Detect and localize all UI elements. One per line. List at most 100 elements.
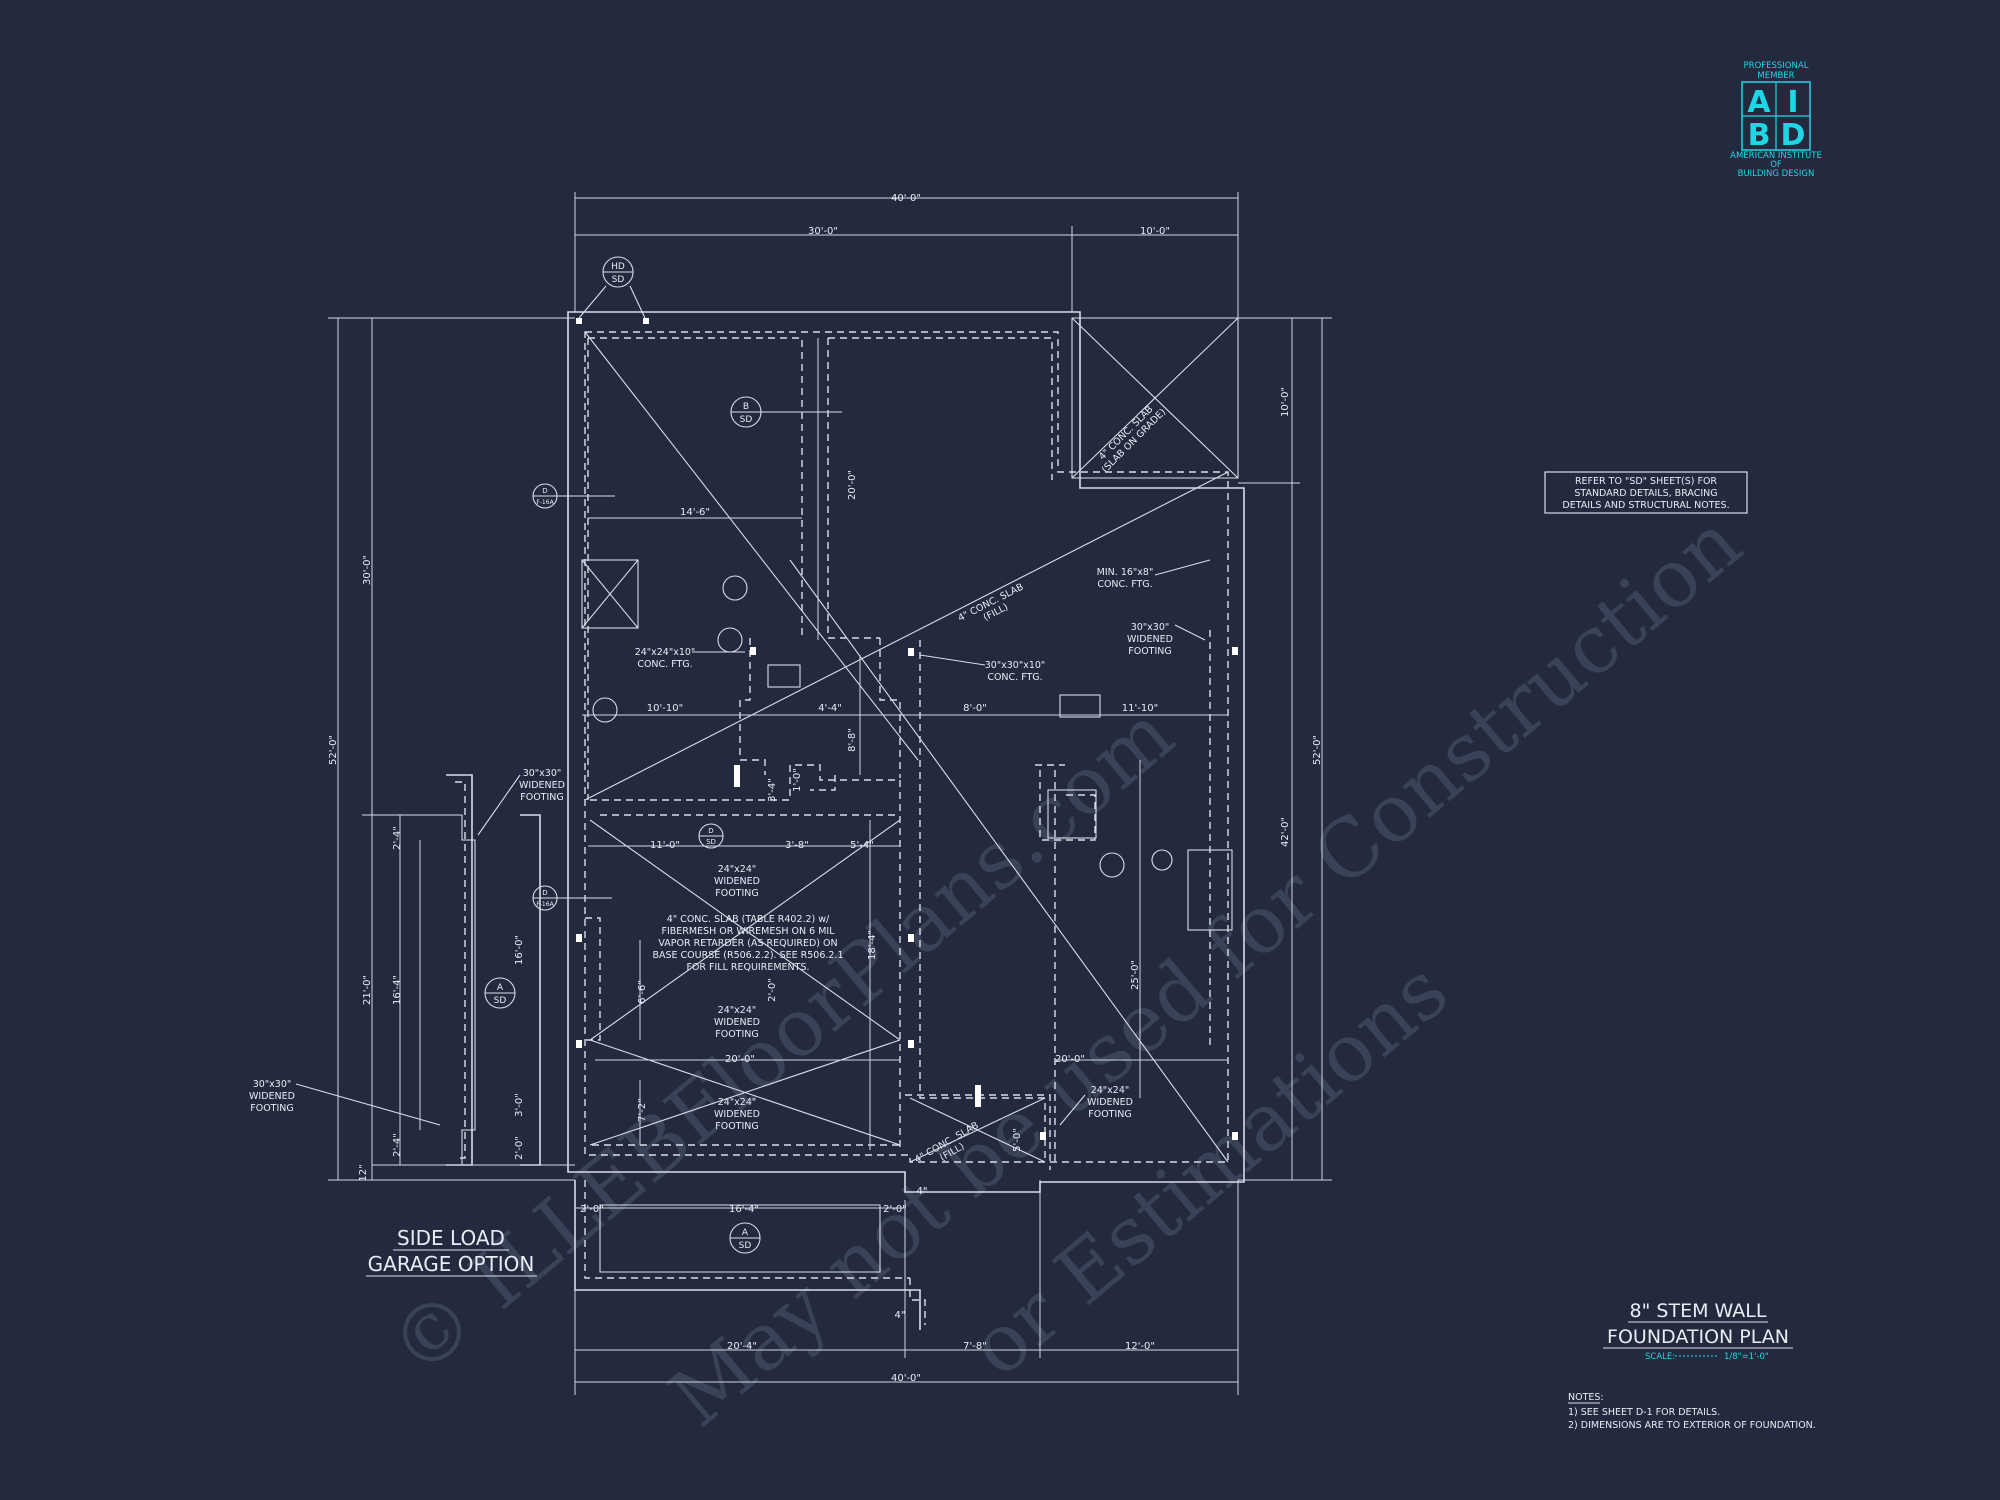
bottom-garage-outline <box>574 1180 926 1330</box>
svg-text:FOOTING: FOOTING <box>520 792 564 803</box>
side-load-garage-outline <box>362 774 575 1166</box>
note-widened-24-a: 24"x24" WIDENED FOOTING <box>714 864 760 899</box>
dim-5-4: 5'-4" <box>850 840 874 851</box>
note-widened-24-d: 24"x24" WIDENED FOOTING <box>1059 1085 1133 1126</box>
callout-a2-top: A <box>742 1228 749 1238</box>
dim-10-10: 10'-10" <box>647 703 683 714</box>
callout-d1-top: D <box>542 487 547 495</box>
left-dimensions: 30'-0" 52'-0" 21'-0" <box>328 317 575 1181</box>
dim-2-0-b: 2'-0" <box>514 1136 525 1160</box>
dim-top-right: 10'-0" <box>1140 226 1170 237</box>
logo-bottom-text-1: AMERICAN INSTITUTE <box>1730 151 1822 161</box>
dim-right-upper: 10'-0" <box>1280 387 1291 417</box>
svg-text:24"x24"x10": 24"x24"x10" <box>635 647 696 658</box>
pier-pads <box>581 559 1233 931</box>
callout-hd-sd: HD SD <box>578 256 646 319</box>
dim-8-8: 8'-8" <box>847 728 858 752</box>
dim-right-lower: 42'-0" <box>1280 817 1291 847</box>
dim-left-lower: 21'-0" <box>362 975 373 1005</box>
dim-4-in-b: 4" <box>895 1310 906 1321</box>
logo-letter-b: B <box>1748 118 1771 153</box>
title-line-2: FOUNDATION PLAN <box>1607 1326 1789 1348</box>
dim-3-8: 3'-8" <box>785 840 809 851</box>
callout-a1-top: A <box>497 983 504 993</box>
scale-value: 1/8"=1'-0" <box>1724 1352 1769 1362</box>
svg-text:BASE COURSE (R506.2.2). SEE R5: BASE COURSE (R506.2.2). SEE R506.2.1 <box>652 950 843 961</box>
logo-letter-i: I <box>1787 85 1798 120</box>
dim-4-4: 4'-4" <box>818 703 842 714</box>
dim-2-4-b: 2'-4" <box>392 1133 403 1157</box>
svg-text:FOOTING: FOOTING <box>715 888 759 899</box>
footnotes: NOTES: 1) SEE SHEET D-1 FOR DETAILS. 2) … <box>1568 1392 1816 1431</box>
dim-2-0-c: 2'-0" <box>580 1204 604 1215</box>
svg-text:REFER TO "SD" SHEET(S) FOR: REFER TO "SD" SHEET(S) FOR <box>1575 476 1717 487</box>
svg-text:FOOTING: FOOTING <box>715 1121 759 1132</box>
dim-right-overall: 52'-0" <box>1312 735 1323 765</box>
title-line-1: 8" STEM WALL <box>1630 1300 1767 1322</box>
svg-text:FOOTING: FOOTING <box>1088 1109 1132 1120</box>
note-slab-fill-1: 4" CONC. SLAB (FILL) <box>956 582 1025 624</box>
note-slab-main: 4" CONC. SLAB (TABLE R402.2) w/ FIBERMES… <box>652 914 843 973</box>
anchor-posts <box>576 318 1238 1140</box>
note-ftg-24x24x10: 24"x24"x10" CONC. FTG. <box>635 647 745 670</box>
callout-d-f16a-lower: D F-16A <box>532 885 612 911</box>
note-2: 2) DIMENSIONS ARE TO EXTERIOR OF FOUNDAT… <box>1568 1420 1816 1431</box>
dim-bottom-b: 7'-8" <box>963 1341 987 1352</box>
dim-3-4: 3'-4" <box>767 778 778 802</box>
dim-3-0: 3'-0" <box>514 1093 525 1117</box>
callout-a1-bottom: SD <box>494 996 507 1006</box>
svg-text:24"x24": 24"x24" <box>718 864 757 875</box>
logo-bottom-text-2: OF <box>1770 160 1782 170</box>
note-ftg-30x30x10: 30"x30"x10" CONC. FTG. <box>919 654 1045 683</box>
dim-2-0-a: 2'-0" <box>767 978 778 1002</box>
note-widened-24-b: 24"x24" WIDENED FOOTING <box>714 1005 760 1040</box>
svg-text:FOOTING: FOOTING <box>1128 646 1172 657</box>
interior-dimension-labels: 14'-6" 20'-0" 10'-10" 4'-4" 8'-0" 11'-10… <box>358 470 1158 1321</box>
side-load-label: SIDE LOAD GARAGE OPTION <box>366 1226 537 1277</box>
foundation-outline <box>567 311 1245 1193</box>
callout-a2-bottom: SD <box>739 1241 752 1251</box>
svg-text:24"x24": 24"x24" <box>718 1005 757 1016</box>
right-dimensions: 10'-0" 52'-0" 42'-0" <box>1238 317 1332 1181</box>
dim-bottom-overall: 40'-0" <box>891 1373 921 1384</box>
svg-text:30"x30": 30"x30" <box>1131 622 1170 633</box>
dim-top-overall: 40'-0" <box>891 193 921 204</box>
svg-text:4" CONC. SLAB (TABLE R402.2) w: 4" CONC. SLAB (TABLE R402.2) w/ <box>667 914 830 925</box>
note-1: 1) SEE SHEET D-1 FOR DETAILS. <box>1568 1407 1720 1418</box>
callout-a-sd-left: A SD <box>484 977 516 1009</box>
dim-16-4-b: 16'-4" <box>729 1204 759 1215</box>
dim-11-10: 11'-10" <box>1122 703 1158 714</box>
callout-d3-top: D <box>708 827 713 835</box>
svg-text:30"x30": 30"x30" <box>523 768 562 779</box>
svg-text:MIN. 16"x8": MIN. 16"x8" <box>1097 567 1154 578</box>
callout-b-top: B <box>743 402 749 412</box>
logo-top-text: PROFESSIONAL <box>1744 61 1809 71</box>
dim-25-0: 25'-0" <box>1130 960 1141 990</box>
callout-d-sd: D SD <box>698 823 724 849</box>
aibd-logo: PROFESSIONAL MEMBER A I B D AMERICAN INS… <box>1730 61 1822 179</box>
dim-16-4: 16'-4" <box>392 975 403 1005</box>
dim-left-upper: 30'-0" <box>362 555 373 585</box>
callout-b-sd: B SD <box>730 396 842 428</box>
svg-text:WIDENED: WIDENED <box>1127 634 1173 645</box>
dim-14-6: 14'-6" <box>680 507 710 518</box>
note-widened-30-right: 30"x30" WIDENED FOOTING <box>1127 622 1206 657</box>
svg-text:FIBERMESH OR WIREMESH ON 6 MIL: FIBERMESH OR WIREMESH ON 6 MIL <box>661 926 835 937</box>
svg-text:24"x24": 24"x24" <box>718 1097 757 1108</box>
note-slab-grade: 4" CONC. SLAB (SLAB ON GRADE) <box>1097 404 1168 475</box>
notes-heading: NOTES: <box>1568 1392 1604 1403</box>
dim-2-0-d: 2'-0" <box>883 1204 907 1215</box>
svg-text:WIDENED: WIDENED <box>519 780 565 791</box>
dim-7-2: 7'-2" <box>637 1098 648 1122</box>
callout-d-f16a-upper: D F-16A <box>532 483 615 509</box>
dim-18-4: 18'-4" <box>867 930 878 960</box>
dim-bottom-a: 20'-4" <box>727 1341 757 1352</box>
svg-text:30"x30": 30"x30" <box>253 1079 292 1090</box>
logo-letter-a: A <box>1747 85 1771 120</box>
callout-d1-bottom: F-16A <box>536 499 554 506</box>
dim-6-6: 6'-6" <box>637 980 648 1004</box>
dim-20-0-vertical: 20'-0" <box>847 470 858 500</box>
svg-text:WIDENED: WIDENED <box>714 1109 760 1120</box>
callout-d2-bottom: F-16A <box>536 901 554 908</box>
